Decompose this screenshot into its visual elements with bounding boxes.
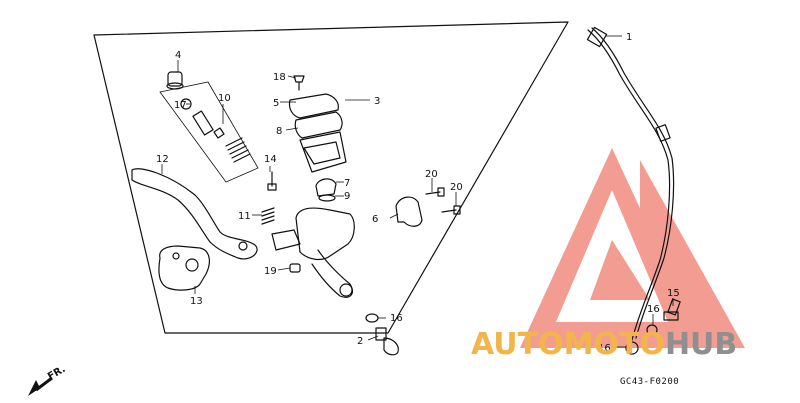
direction-label: FR. <box>46 364 68 383</box>
leader-lines <box>161 35 674 348</box>
front-direction-arrow: FR. <box>28 364 68 396</box>
callout-2: 2 <box>357 336 363 347</box>
brake-lever-12 <box>131 168 258 260</box>
callout-14: 14 <box>264 154 277 165</box>
callout-16-upper: 16 <box>390 313 403 324</box>
callout-8: 8 <box>276 126 282 137</box>
watermark-triangle-right <box>640 160 745 348</box>
arrow-icon <box>28 380 40 396</box>
callout-9: 9 <box>344 191 350 202</box>
callout-15: 15 <box>667 288 680 299</box>
watermark-brand-part1: AUTOMOTO <box>471 327 665 362</box>
diaphragm-plate-8 <box>294 111 343 139</box>
o-ring-9 <box>318 194 336 202</box>
assembly-frame <box>93 21 569 334</box>
banjo-fitting-mid <box>646 324 658 336</box>
callout-7: 7 <box>344 178 350 189</box>
spring-11 <box>261 207 275 225</box>
master-cylinder-body-3 <box>271 131 355 298</box>
callout-13: 13 <box>190 296 203 307</box>
brake-hose <box>586 26 675 355</box>
callout-5: 5 <box>273 98 279 109</box>
sealing-washer-16 <box>365 313 379 323</box>
diagram-code: GC43-F0200 <box>620 377 679 387</box>
nut-19 <box>289 263 301 273</box>
piston-set-10 <box>159 81 259 183</box>
callout-4: 4 <box>175 50 181 61</box>
holder-bolts-20 <box>425 187 461 215</box>
callout-16-lower: 16 <box>598 343 611 354</box>
banjo-bolt-2 <box>375 327 399 356</box>
callout-3: 3 <box>374 96 380 107</box>
circlip-17 <box>180 98 192 110</box>
callout-17: 17 <box>174 100 187 111</box>
callout-10: 10 <box>218 93 231 104</box>
callout-numbers: 1 2 3 4 5 6 7 8 9 10 11 12 13 14 15 16 1… <box>156 32 680 354</box>
callout-11: 11 <box>238 211 251 222</box>
callout-6: 6 <box>372 214 378 225</box>
reservoir-cap-5 <box>288 93 339 119</box>
callout-19: 19 <box>264 266 277 277</box>
brake-switch-13 <box>158 245 210 291</box>
banjo-fitting-lower <box>625 341 639 355</box>
pivot-bolt-14 <box>267 171 277 191</box>
boot-cap-4 <box>166 71 184 90</box>
callout-20-upper: 20 <box>425 169 438 180</box>
callout-1: 1 <box>626 32 632 43</box>
holder-6 <box>395 196 423 227</box>
callout-20-lower: 20 <box>450 182 463 193</box>
boot-7 <box>315 178 337 197</box>
watermark-logo <box>520 148 745 348</box>
watermark-brand-part2: HUB <box>665 327 737 362</box>
callout-16-mid: 16 <box>647 304 660 315</box>
screw-18 <box>293 75 305 91</box>
watermark-brand: AUTOMOTOHUB <box>471 327 737 362</box>
callout-18: 18 <box>273 72 286 83</box>
watermark-triangle-core <box>590 240 650 300</box>
callout-12: 12 <box>156 154 169 165</box>
banjo-bolt-15 <box>663 298 681 321</box>
